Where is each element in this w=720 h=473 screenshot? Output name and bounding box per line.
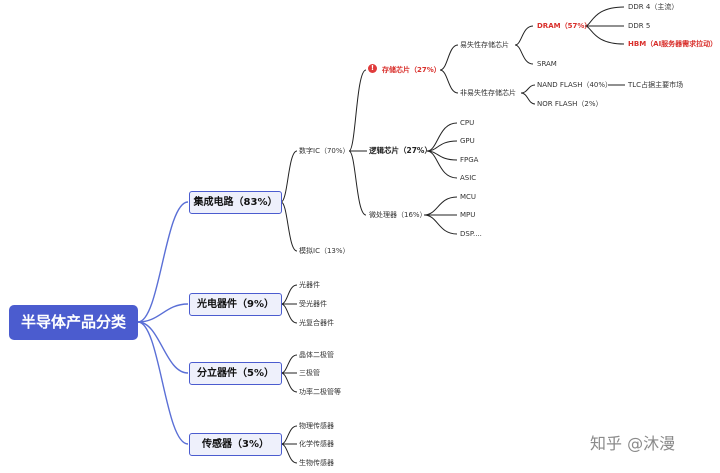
node-transistor[interactable]: 三极管 xyxy=(299,369,320,377)
node-digital-ic[interactable]: 数字IC（70%） xyxy=(299,147,350,155)
sub-branches xyxy=(280,6,625,464)
node-microprocessor[interactable]: 微处理器（16%） xyxy=(369,211,427,219)
node-bio-sensor[interactable]: 生物传感器 xyxy=(299,459,334,467)
node-chemical-sensor[interactable]: 化学传感器 xyxy=(299,440,334,448)
node-analog-ic[interactable]: 模拟IC（13%） xyxy=(299,247,350,255)
node-dsp[interactable]: DSP.... xyxy=(460,230,482,238)
node-fpga[interactable]: FPGA xyxy=(460,156,479,164)
node-asic[interactable]: ASIC xyxy=(460,174,477,182)
node-sram[interactable]: SRAM xyxy=(537,60,557,68)
node-nand-flash[interactable]: NAND FLASH（40%） xyxy=(537,81,613,89)
node-nand-note[interactable]: TLC占据主要市场 xyxy=(628,81,684,89)
node-diode[interactable]: 晶体二极管 xyxy=(299,351,334,359)
category-discrete-devices[interactable]: 分立器件（5%） xyxy=(189,362,282,385)
node-light-receiver[interactable]: 受光器件 xyxy=(299,300,327,308)
node-mcu[interactable]: MCU xyxy=(460,193,477,201)
node-ddr4[interactable]: DDR 4（主流） xyxy=(628,3,679,11)
node-physical-sensor[interactable]: 物理传感器 xyxy=(299,422,334,430)
node-nor-flash[interactable]: NOR FLASH（2%） xyxy=(537,100,603,108)
watermark: 知乎 @沐漫 xyxy=(590,434,676,453)
node-logic-chip[interactable]: 逻辑芯片（27%） xyxy=(369,146,432,155)
category-optoelectronics[interactable]: 光电器件（9%） xyxy=(189,293,282,316)
node-cpu[interactable]: CPU xyxy=(460,119,475,127)
category-integrated-circuits[interactable]: 集成电路（83%） xyxy=(189,191,282,214)
node-light-device[interactable]: 光器件 xyxy=(299,281,320,289)
node-hbm[interactable]: HBM（AI服务器需求拉动） xyxy=(628,40,718,48)
node-opto-composite[interactable]: 光复合器件 xyxy=(299,319,334,327)
node-volatile-memory[interactable]: 易失性存储芯片 xyxy=(460,41,509,49)
node-dram[interactable]: DRAM（57%） xyxy=(537,22,592,30)
root-branches xyxy=(137,201,189,445)
node-power-diode[interactable]: 功率二极管等 xyxy=(299,388,341,396)
node-mpu[interactable]: MPU xyxy=(460,211,476,219)
node-ddr5[interactable]: DDR 5 xyxy=(628,22,651,30)
category-sensors[interactable]: 传感器（3%） xyxy=(189,433,282,456)
node-nonvolatile-memory[interactable]: 非易失性存储芯片 xyxy=(460,89,516,97)
root-node[interactable]: 半导体产品分类 xyxy=(9,305,138,340)
node-gpu[interactable]: GPU xyxy=(460,137,475,145)
warning-icon: ! xyxy=(368,64,377,73)
node-memory-chip[interactable]: 存储芯片（27%） xyxy=(382,66,441,74)
